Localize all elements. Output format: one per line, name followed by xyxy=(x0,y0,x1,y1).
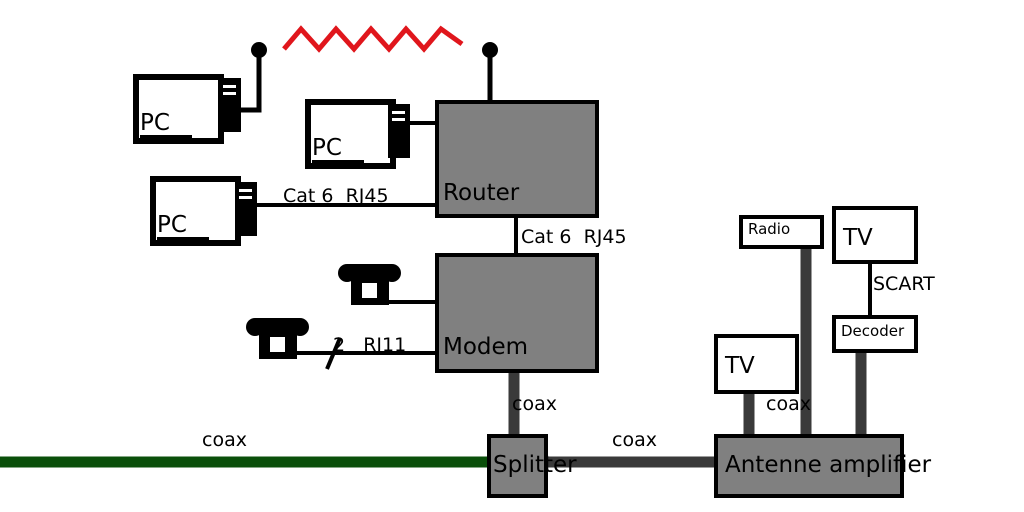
drive-bay-slot xyxy=(392,111,405,114)
phone-keypad xyxy=(362,283,377,298)
drive-bay-slot xyxy=(392,118,405,121)
tv-node: TV xyxy=(714,334,799,394)
cable-label-coax: coax xyxy=(202,429,247,451)
tv-label: TV xyxy=(843,225,873,251)
splitter-node: Splitter xyxy=(487,434,577,498)
tv-label: TV xyxy=(725,353,755,379)
antenna-tip xyxy=(251,42,267,58)
antenna-amplifier-node: Antenne amplifier xyxy=(714,434,931,498)
tv-node: TV xyxy=(832,206,918,264)
handset-bar xyxy=(347,264,392,277)
pc-monitor-base-icon xyxy=(139,138,201,143)
drive-bay-slot xyxy=(223,92,236,95)
router-node: Router xyxy=(435,100,599,218)
handset-bar xyxy=(255,318,300,331)
drive-bay-slot xyxy=(239,189,252,192)
pc-label: PC xyxy=(140,111,192,138)
pc-tower-icon xyxy=(388,104,410,158)
cable-label-cat6-rj45: Cat 6 RJ45 xyxy=(283,185,389,207)
router-label: Router xyxy=(443,179,520,206)
splitter-label: Splitter xyxy=(493,452,577,478)
decoder-node: Decoder xyxy=(832,315,918,353)
radio-node: Radio xyxy=(739,215,824,249)
pc-monitor-base-icon xyxy=(311,163,373,168)
antenna-tip xyxy=(482,42,498,58)
pc-label: PC xyxy=(312,136,364,163)
cable-label-rj11: 2 RJ11 xyxy=(333,334,407,356)
line-count-slash xyxy=(325,337,342,370)
antenna-mast xyxy=(241,56,262,113)
pc-monitor-icon: PC xyxy=(305,99,396,169)
phone-icon xyxy=(338,264,401,305)
cable-label-coax: coax xyxy=(612,429,657,451)
cable-label-coax: coax xyxy=(766,393,811,415)
modem-node: Modem xyxy=(435,253,599,373)
cable-label-coax: coax xyxy=(512,393,557,415)
antenna-amplifier-label: Antenne amplifier xyxy=(725,452,932,478)
pc-label: PC xyxy=(157,213,209,240)
modem-label: Modem xyxy=(443,333,529,360)
pc-tower-icon xyxy=(219,78,241,132)
cable-label-cat6-rj45: Cat 6 RJ45 xyxy=(521,226,627,248)
pc-monitor-base-icon xyxy=(156,240,218,245)
cable-label-scart: SCART xyxy=(873,273,935,295)
drive-bay-slot xyxy=(239,196,252,199)
decoder-label: Decoder xyxy=(841,322,905,340)
radio-label: Radio xyxy=(748,220,791,238)
router-antenna-icon xyxy=(482,42,498,100)
pc-tower-icon xyxy=(235,182,257,236)
pc-antenna-icon xyxy=(241,42,267,113)
drive-bay-slot xyxy=(223,85,236,88)
phone-keypad xyxy=(270,337,285,352)
pc-monitor-icon: PC xyxy=(150,176,241,246)
wireless-signal-icon xyxy=(282,25,464,53)
phone-icon xyxy=(246,318,309,359)
pc-monitor-icon: PC xyxy=(133,74,224,144)
